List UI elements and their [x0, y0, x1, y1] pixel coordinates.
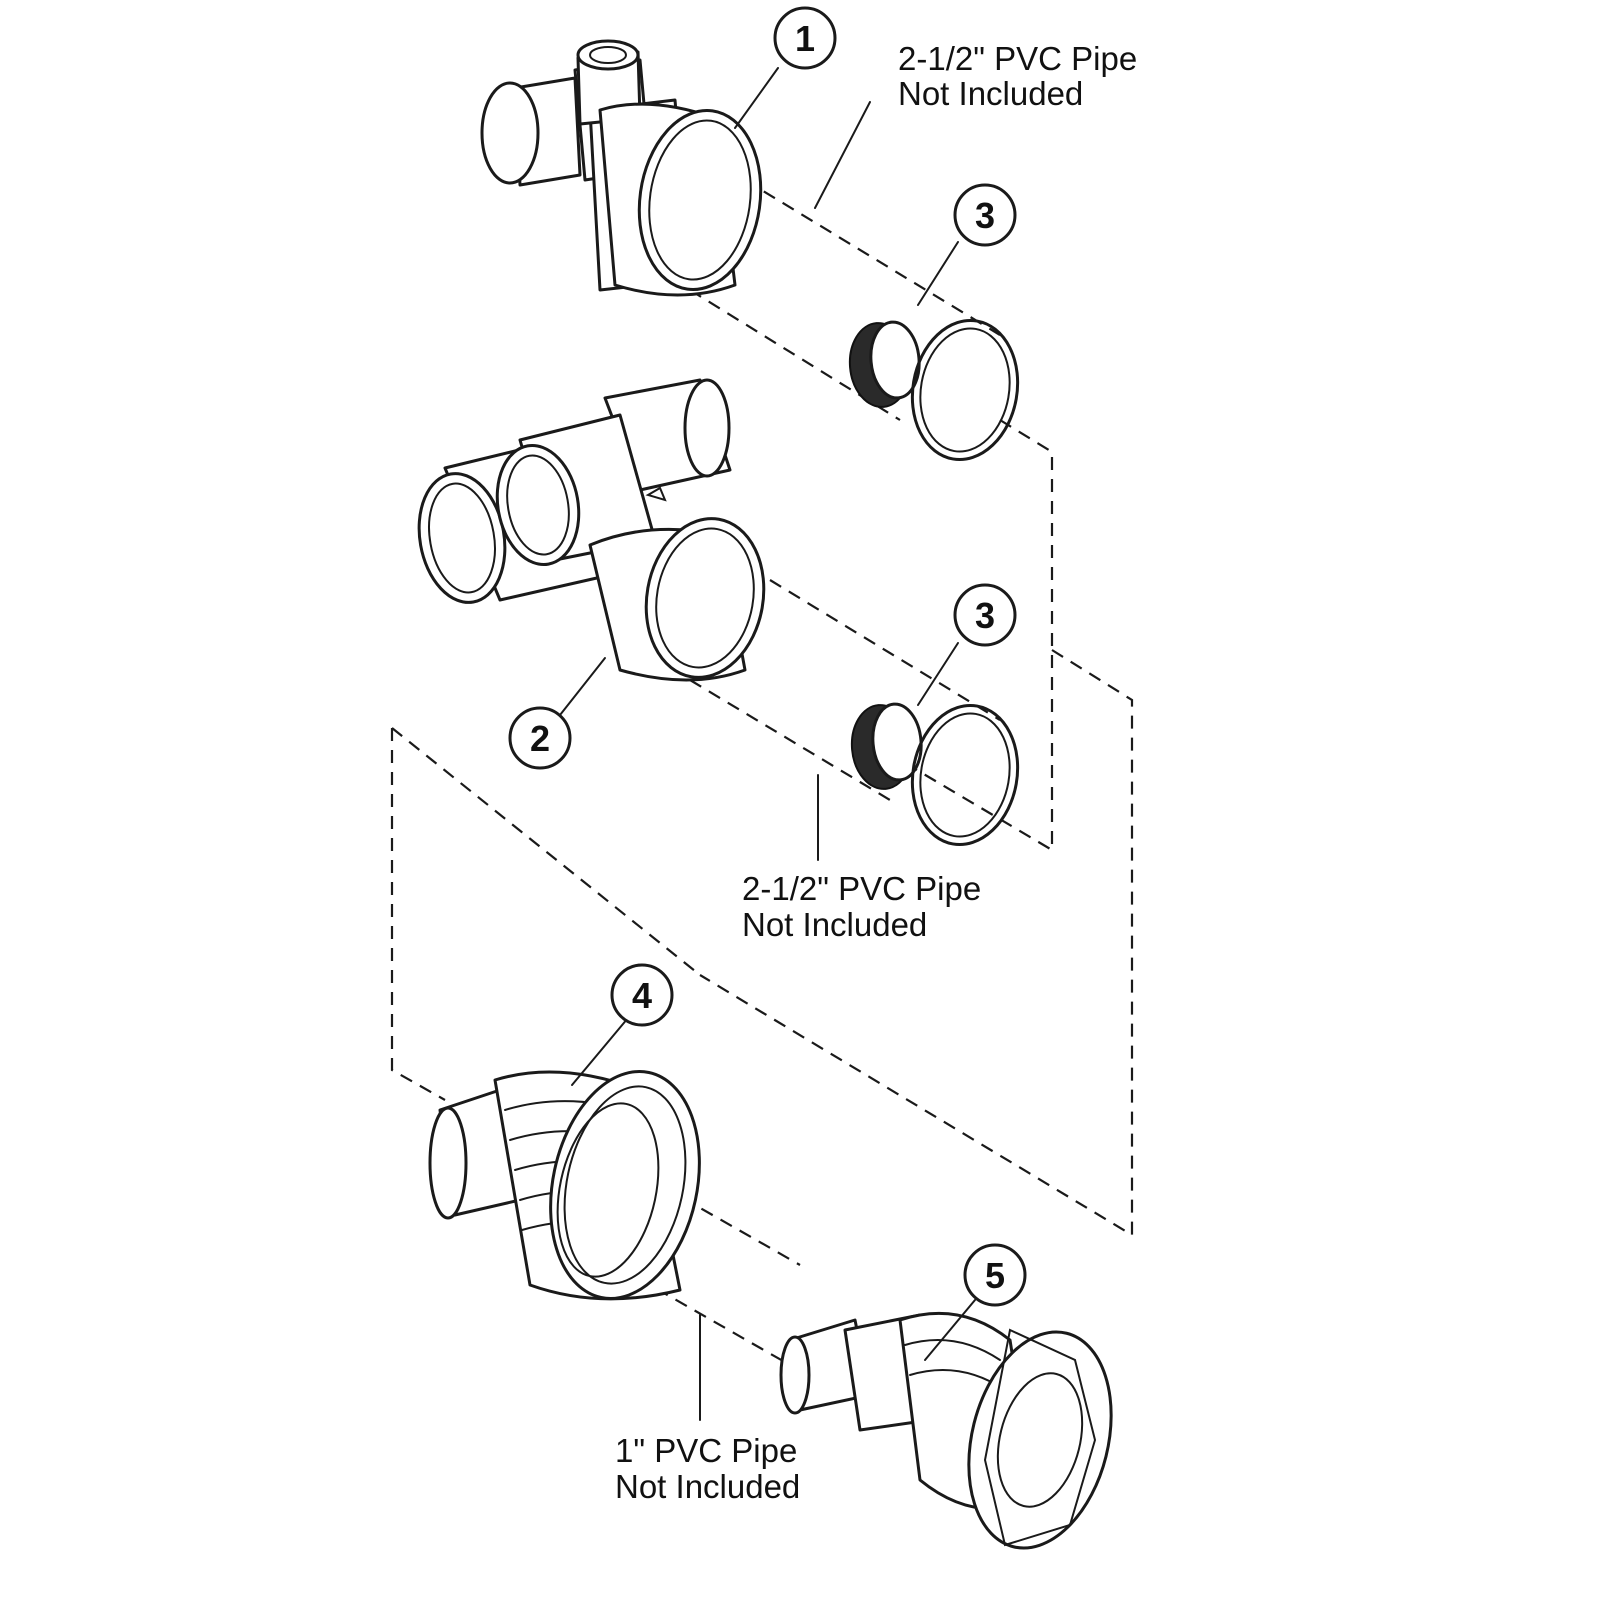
- callout-3-bottom: 3: [953, 583, 1017, 647]
- note-pipe-bottom: 1" PVC Pipe Not Included: [615, 1432, 800, 1505]
- svg-text:Not Included: Not Included: [742, 906, 927, 943]
- svg-text:1" PVC Pipe: 1" PVC Pipe: [615, 1432, 797, 1469]
- svg-text:1: 1: [795, 18, 815, 59]
- part-3-top-bushing-and-ring: [848, 318, 1020, 462]
- note-pipe-top: 2-1/2" PVC Pipe Not Included: [898, 40, 1137, 112]
- callout-2: 2: [508, 706, 572, 770]
- callout-5: 5: [963, 1243, 1027, 1307]
- svg-text:5: 5: [985, 1255, 1005, 1296]
- part-2-jet-body: [417, 378, 766, 682]
- callout-4: 4: [610, 963, 674, 1027]
- callout-1: 1: [773, 6, 837, 70]
- part-5-jet-nozzle: [779, 1311, 1113, 1550]
- svg-text:2-1/2" PVC Pipe: 2-1/2" PVC Pipe: [742, 870, 981, 907]
- svg-text:2: 2: [530, 718, 550, 759]
- note-pipe-middle: 2-1/2" PVC Pipe Not Included: [742, 870, 981, 943]
- svg-text:3: 3: [975, 595, 995, 636]
- part-1-tee-fitting: [480, 39, 763, 297]
- svg-text:3: 3: [975, 195, 995, 236]
- part-3-bottom-bushing-and-ring: [850, 702, 1020, 847]
- svg-text:Not Included: Not Included: [615, 1468, 800, 1505]
- svg-text:4: 4: [632, 975, 652, 1016]
- part-4-wall-fitting: [428, 1070, 701, 1301]
- svg-text:Not Included: Not Included: [898, 75, 1083, 112]
- callout-3-top: 3: [953, 183, 1017, 247]
- callout-leaders: [559, 67, 976, 1421]
- svg-text:2-1/2" PVC Pipe: 2-1/2" PVC Pipe: [898, 40, 1137, 77]
